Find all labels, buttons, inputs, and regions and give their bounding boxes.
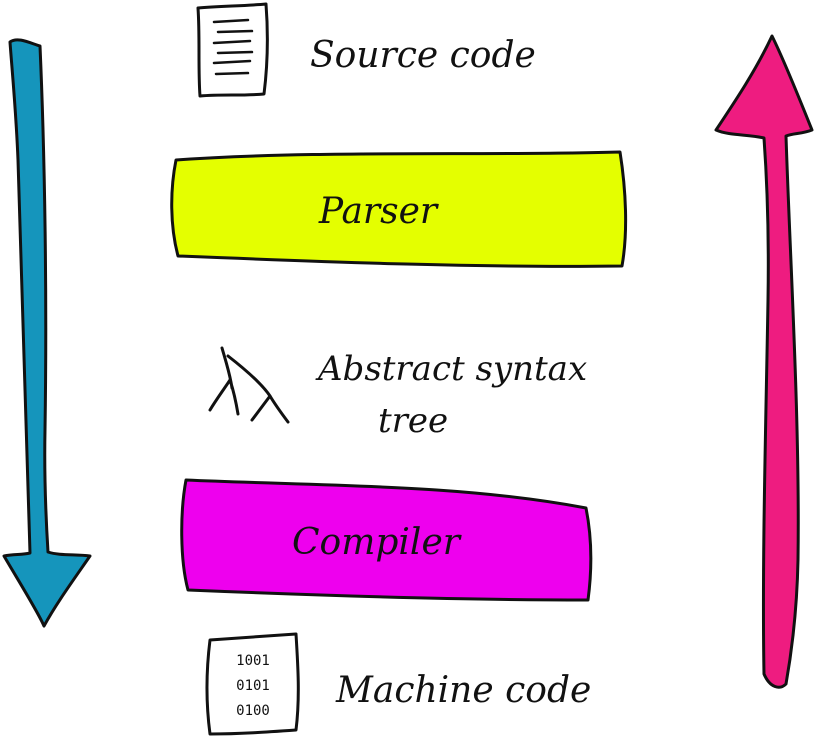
ast-label-line1: Abstract syntax (315, 349, 587, 389)
compiler-box (180, 478, 593, 602)
machine-code-row-3: 0100 (236, 703, 270, 719)
compiler-label: Compiler (292, 522, 462, 563)
parser-label: Parser (318, 191, 439, 232)
up-arrow (714, 34, 814, 689)
source-document-icon (196, 2, 269, 98)
syntax-tree-icon (208, 346, 290, 424)
machine-code-label: Machine code (335, 670, 591, 711)
ast-label-line2: tree (378, 401, 448, 441)
parser-box (170, 150, 628, 268)
machine-code-icon: 1001 0101 0100 (205, 632, 300, 736)
down-arrow (2, 38, 92, 628)
source-code-label: Source code (310, 35, 536, 76)
machine-code-row-1: 1001 (236, 653, 270, 669)
machine-code-row-2: 0101 (236, 678, 270, 694)
